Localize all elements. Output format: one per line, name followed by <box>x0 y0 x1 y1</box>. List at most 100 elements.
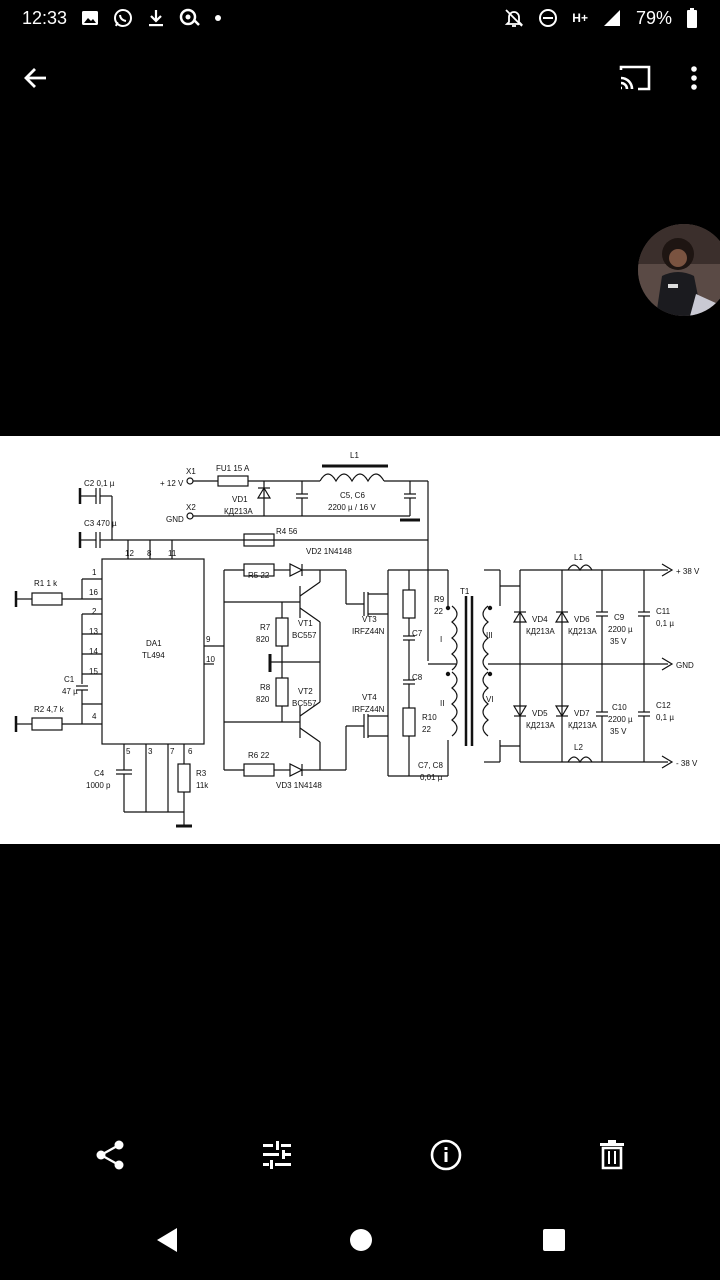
label-w3: III <box>486 631 493 640</box>
label-r8: R8 <box>260 683 271 692</box>
label-c1-val: 47 µ <box>62 687 78 696</box>
battery-percent: 79% <box>635 7 672 28</box>
label-vd5-type: КД213А <box>526 721 555 730</box>
avatar[interactable] <box>638 224 720 316</box>
label-pin1: 1 <box>92 568 97 577</box>
label-pin15: 15 <box>89 667 98 676</box>
label-vd6: VD6 <box>574 615 590 624</box>
more-options-button[interactable] <box>690 65 698 91</box>
nav-back-button[interactable] <box>155 1227 179 1253</box>
top-actions <box>618 64 698 92</box>
label-r9: R9 <box>434 595 445 604</box>
info-button[interactable] <box>430 1139 462 1171</box>
bottom-action-bar <box>0 1112 720 1198</box>
label-c4-val: 1000 p <box>86 781 111 790</box>
label-pin6: 6 <box>188 747 193 756</box>
label-c5c6-val: 2200 µ / 16 V <box>328 503 376 512</box>
label-c11-val: 0,1 µ <box>656 619 674 628</box>
label-vd1: VD1 <box>232 495 248 504</box>
back-button[interactable] <box>22 64 50 92</box>
label-c4: C4 <box>94 769 105 778</box>
mute-icon <box>505 9 524 27</box>
label-c3: C3 470 µ <box>84 519 117 528</box>
avatar-photo-icon <box>638 224 720 316</box>
label-vt2: VT2 <box>298 687 313 696</box>
delete-icon <box>600 1140 625 1170</box>
dot-icon <box>215 15 222 21</box>
label-c2: C2 0,1 µ <box>84 479 115 488</box>
download-icon <box>149 10 164 27</box>
label-vd7: VD7 <box>574 709 590 718</box>
label-vd4-type: КД213А <box>526 627 555 636</box>
nav-back-icon <box>157 1228 177 1252</box>
label-c11: C11 <box>656 607 671 616</box>
label-vt3: VT3 <box>362 615 377 624</box>
top-app-bar <box>0 40 720 116</box>
label-r2: R2 4,7 k <box>34 705 65 714</box>
label-out-gnd: GND <box>676 661 694 670</box>
label-vd2: VD2 1N4148 <box>306 547 352 556</box>
label-w6: VI <box>486 695 494 704</box>
label-da1-type: TL494 <box>142 651 165 660</box>
label-l2-out: L2 <box>574 743 583 752</box>
image-icon <box>82 11 99 25</box>
label-vt4-type: IRFZ44N <box>352 705 385 714</box>
status-right: H+ 79% <box>504 8 698 29</box>
label-vd5: VD5 <box>532 709 548 718</box>
label-pin10: 10 <box>206 655 215 664</box>
label-r3-val: 11k <box>196 781 209 790</box>
label-c12: C12 <box>656 701 671 710</box>
label-r1: R1 1 k <box>34 579 58 588</box>
label-c5c6: C5, C6 <box>340 491 365 500</box>
label-gnd-in: GND <box>166 515 184 524</box>
back-arrow-icon <box>24 68 46 88</box>
label-vt1: VT1 <box>298 619 313 628</box>
label-out-neg: - 38 V <box>676 759 698 768</box>
edit-button[interactable] <box>262 1141 292 1169</box>
label-r10: R10 <box>422 713 437 722</box>
label-pin14: 14 <box>89 647 98 656</box>
label-vd7-type: КД213А <box>568 721 597 730</box>
label-vt1-type: BC557 <box>292 631 317 640</box>
label-vt4: VT4 <box>362 693 377 702</box>
dnd-icon <box>539 9 558 27</box>
nav-home-icon <box>350 1229 372 1251</box>
label-l1: L1 <box>350 451 359 460</box>
signal-icon <box>603 10 620 26</box>
status-bar: 12:33 H+ 79% <box>0 0 720 36</box>
label-vd3: VD3 1N4148 <box>276 781 322 790</box>
podcast-icon <box>179 8 200 26</box>
schematic-image[interactable]: X1 + 12 V FU1 15 A L1 VD1 КД213А C5, C6 … <box>0 436 720 844</box>
label-c9: C9 <box>614 613 625 622</box>
battery-icon <box>687 8 697 28</box>
delete-button[interactable] <box>599 1140 625 1170</box>
whatsapp-icon <box>114 9 133 27</box>
label-c9-val: 2200 µ <box>608 625 633 634</box>
nav-recents-button[interactable] <box>543 1229 565 1251</box>
label-c10-val: 2200 µ <box>608 715 633 724</box>
label-vd1-type: КД213А <box>224 507 253 516</box>
label-r9-val: 22 <box>434 607 443 616</box>
label-pin16: 16 <box>89 588 98 597</box>
nav-home-button[interactable] <box>349 1228 373 1252</box>
cast-button[interactable] <box>618 64 652 92</box>
label-pin7: 7 <box>170 747 175 756</box>
label-r8-val: 820 <box>256 695 270 704</box>
label-r6: R6 22 <box>248 751 270 760</box>
label-da1: DA1 <box>146 639 162 648</box>
label-c10-v: 35 V <box>610 727 627 736</box>
label-c12-val: 0,1 µ <box>656 713 674 722</box>
label-pin3: 3 <box>148 747 153 756</box>
label-pin11: 11 <box>168 549 177 558</box>
label-pin2: 2 <box>92 607 97 616</box>
share-button[interactable] <box>95 1139 125 1171</box>
label-vd4: VD4 <box>532 615 548 624</box>
share-icon <box>96 1140 124 1170</box>
more-vert-icon <box>691 66 697 90</box>
network-type: H+ <box>572 11 588 25</box>
system-nav-bar <box>0 1200 720 1280</box>
info-icon <box>430 1139 462 1171</box>
label-t1: T1 <box>460 587 470 596</box>
label-r4: R4 56 <box>276 527 298 536</box>
label-w1: I <box>440 635 442 644</box>
